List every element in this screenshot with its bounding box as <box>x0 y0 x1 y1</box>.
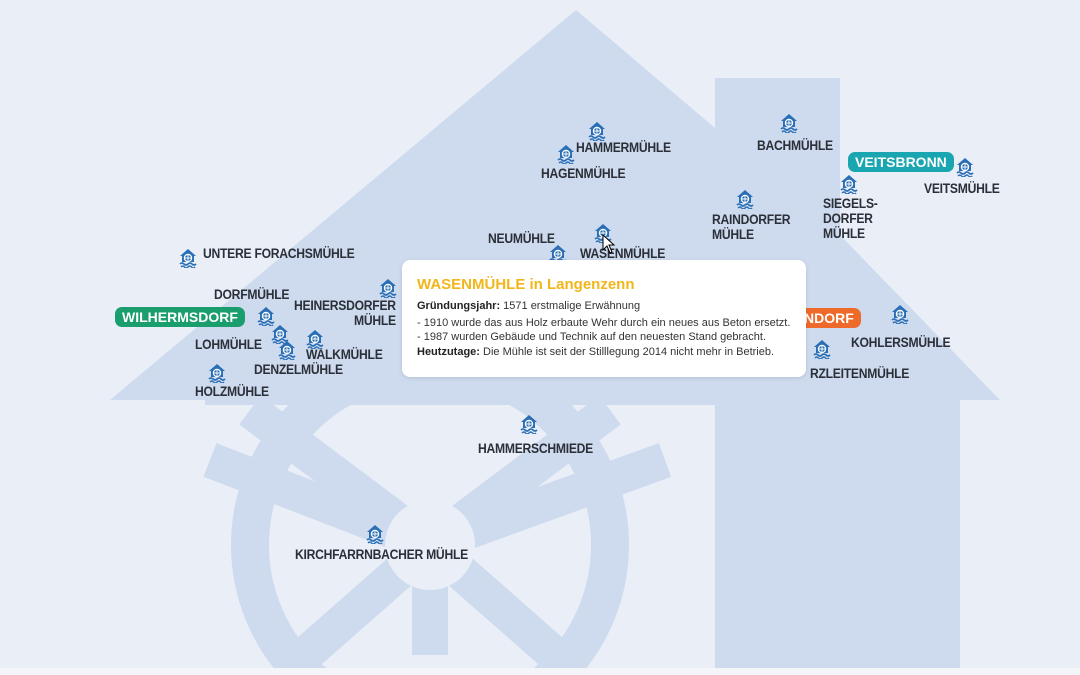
popup-title: WASENMÜHLE in Langenzenn <box>417 276 635 293</box>
label-line: DORFER <box>823 211 873 226</box>
mill-label-dorfmuehle[interactable]: DORFMÜHLE <box>214 287 290 302</box>
popup-history-1: - 1910 wurde das aus Holz erbaute Wehr d… <box>417 316 791 329</box>
mill-icon[interactable] <box>779 113 799 133</box>
mill-icon[interactable] <box>519 414 539 434</box>
mill-label-kohlersmuehle[interactable]: KOHLERSMÜHLE <box>851 335 951 350</box>
mill-icon[interactable] <box>378 278 398 298</box>
label-line: MÜHLE <box>712 227 754 242</box>
mill-icon[interactable] <box>556 144 576 164</box>
mill-label-lohmuehle[interactable]: LOHMÜHLE <box>195 337 262 352</box>
label-line: SIEGELS- <box>823 196 878 211</box>
mill-icon[interactable] <box>812 339 832 359</box>
mill-label-siegelsdorfer[interactable]: SIEGELS- DORFER MÜHLE <box>823 196 878 241</box>
mill-label-hagenmuehle[interactable]: HAGENMÜHLE <box>541 166 626 181</box>
mill-icon[interactable] <box>365 524 385 544</box>
popup-founded: Gründungsjahr: 1571 erstmalige Erwähnung <box>417 299 806 314</box>
mill-icon[interactable] <box>735 189 755 209</box>
label-line: HEINERSDORFER <box>294 298 396 313</box>
mill-label-hammerschmiede[interactable]: HAMMERSCHMIEDE <box>478 441 594 456</box>
bottom-strip <box>0 668 1080 675</box>
mill-icon[interactable] <box>256 306 276 326</box>
mill-label-hammermuehle[interactable]: HAMMERMÜHLE <box>576 140 671 155</box>
popup-today: Heutzutage: Die Mühle ist seit der Still… <box>417 345 806 360</box>
mill-label-kirchfarrnbacher[interactable]: KIRCHFARRNBACHER MÜHLE <box>295 547 468 562</box>
mill-icon[interactable] <box>955 157 975 177</box>
mill-label-bachmuehle[interactable]: BACHMÜHLE <box>757 138 833 153</box>
mill-label-heinersdorfer[interactable]: HEINERSDORFER MÜHLE <box>294 298 396 328</box>
mill-label-untere-forachsmuehle[interactable]: UNTERE FORACHSMÜHLE <box>203 246 355 261</box>
mill-icon[interactable] <box>839 174 859 194</box>
mill-info-popup: WASENMÜHLE in Langenzenn Gründungsjahr: … <box>402 260 806 377</box>
mill-label-holzmuehle[interactable]: HOLZMÜHLE <box>195 384 269 399</box>
mill-label-denzelmuehle[interactable]: DENZELMÜHLE <box>254 362 343 377</box>
mill-icon[interactable] <box>178 248 198 268</box>
today-text: Die Mühle ist seit der Stilllegung 2014 … <box>479 345 775 358</box>
mill-label-rzleitenmuehle[interactable]: RZLEITENMÜHLE <box>810 366 910 381</box>
label-line: MÜHLE <box>353 313 396 328</box>
town-badge-wilhermsdorf[interactable]: WILHERMSDORF <box>115 307 245 327</box>
mill-icon[interactable] <box>587 121 607 141</box>
founded-text: 1571 erstmalige Erwähnung <box>500 300 641 312</box>
mill-icon[interactable] <box>305 329 325 349</box>
mill-label-walkmuehle[interactable]: WALKMÜHLE <box>306 347 383 362</box>
mill-label-wasenmuehle[interactable]: WASENMÜHLE <box>580 246 666 261</box>
label-line: RAINDORFER <box>712 212 791 227</box>
founded-label: Gründungsjahr: <box>417 300 501 312</box>
popup-history-2: - 1987 wurden Gebäude und Technik auf de… <box>417 331 767 343</box>
mouse-cursor-icon <box>602 234 616 254</box>
today-label: Heutzutage: <box>417 345 480 358</box>
label-line: MÜHLE <box>823 226 865 241</box>
mill-icon[interactable] <box>207 363 227 383</box>
town-badge-orange[interactable]: NDORF <box>790 308 861 328</box>
town-badge-veitsbronn[interactable]: VEITSBRONN <box>848 152 954 172</box>
mill-label-neumuehle[interactable]: NEUMÜHLE <box>488 231 555 246</box>
mill-label-raindorfer[interactable]: RAINDORFER MÜHLE <box>712 212 791 242</box>
mill-label-veitsmuehle[interactable]: VEITSMÜHLE <box>924 181 1000 196</box>
mill-icon[interactable] <box>890 304 910 324</box>
mill-icon[interactable] <box>277 340 297 360</box>
